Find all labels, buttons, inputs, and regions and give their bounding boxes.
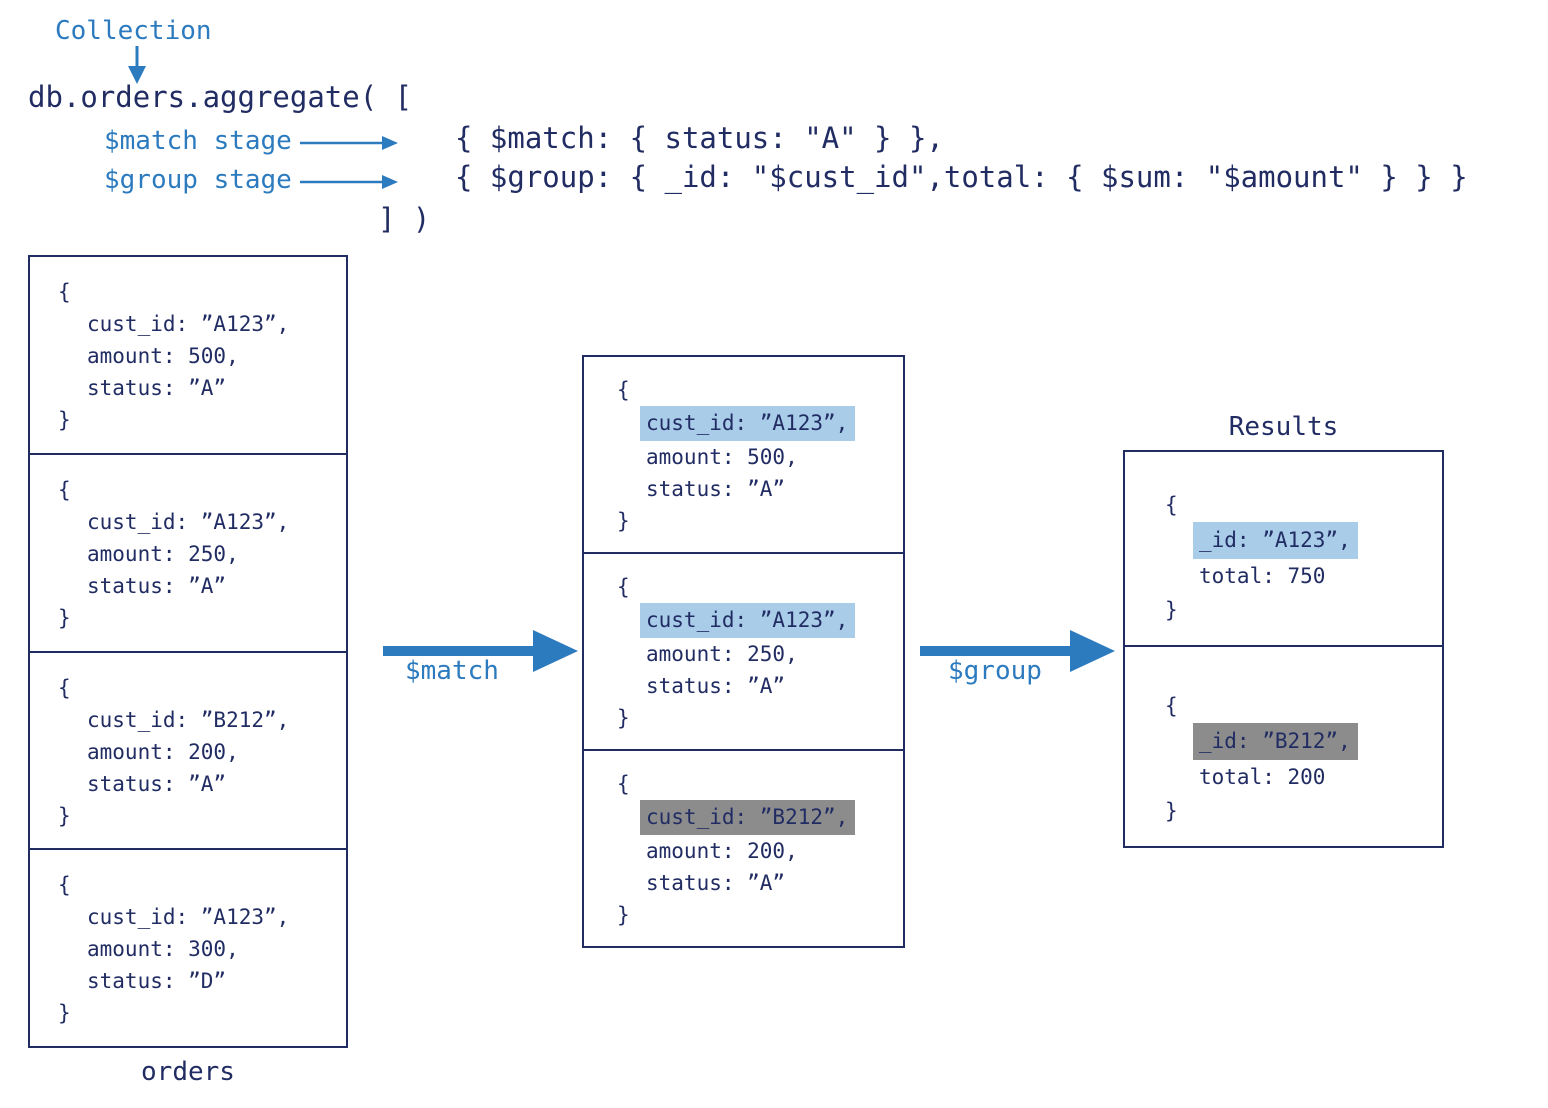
- brace-close: }: [617, 903, 630, 927]
- doc-field: status: ”A”: [87, 573, 227, 598]
- brace-open: {: [617, 575, 630, 599]
- brace-close: }: [58, 408, 71, 432]
- match-arrow-label: $match: [405, 656, 499, 686]
- brace-close: }: [58, 803, 71, 828]
- doc-field: status: ”A”: [87, 376, 227, 400]
- brace-close: }: [1165, 799, 1178, 823]
- brace-close: }: [58, 1001, 71, 1026]
- brace-open: {: [617, 378, 630, 402]
- matched-document: { cust_id: ”A123”, amount: 250, status: …: [584, 552, 903, 749]
- order-document: { cust_id: ”A123”, amount: 300, status: …: [30, 848, 346, 1046]
- doc-field: cust_id: ”B212”,: [87, 707, 290, 732]
- doc-field: amount: 500,: [87, 344, 239, 368]
- result-document: { _id: ”B212”, total: 200 }: [1125, 645, 1442, 846]
- brace-open: {: [617, 772, 630, 796]
- matched-document: { cust_id: ”A123”, amount: 500, status: …: [584, 357, 903, 552]
- brace-open: {: [58, 873, 71, 898]
- doc-field: amount: 250,: [646, 642, 798, 666]
- doc-field: amount: 200,: [87, 739, 239, 764]
- doc-field: amount: 200,: [646, 839, 798, 863]
- doc-field: total: 750: [1199, 564, 1326, 588]
- brace-open: {: [1165, 694, 1178, 718]
- group-arrow-label: $group: [948, 656, 1042, 686]
- doc-field-highlighted: cust_id: ”A123”,: [640, 406, 903, 441]
- doc-field: status: ”A”: [646, 871, 786, 895]
- group-arrow-icon: [920, 630, 1115, 672]
- aggregate-close-code: ] ): [378, 202, 431, 236]
- doc-field-highlighted: _id: ”A123”,: [1193, 522, 1442, 559]
- doc-field: status: ”A”: [646, 674, 786, 698]
- doc-field: cust_id: ”A123”,: [87, 509, 290, 534]
- doc-field: amount: 500,: [646, 445, 798, 469]
- brace-open: {: [58, 280, 71, 304]
- match-stage-pointer-icon: [300, 136, 398, 150]
- doc-field-highlighted: cust_id: ”A123”,: [640, 603, 903, 638]
- doc-field-highlighted: _id: ”B212”,: [1193, 723, 1442, 760]
- match-arrow-icon: [383, 630, 578, 672]
- results-box: { _id: ”A123”, total: 750 } { _id: ”B212…: [1123, 450, 1444, 848]
- brace-open: {: [58, 477, 71, 502]
- orders-collection-box: { cust_id: ”A123”, amount: 500, status: …: [28, 255, 348, 1048]
- result-document: { _id: ”A123”, total: 750 }: [1125, 452, 1442, 645]
- group-stage-label: $group stage: [104, 165, 292, 195]
- aggregate-open-code: db.orders.aggregate( [: [28, 80, 413, 114]
- brace-close: }: [617, 706, 630, 730]
- brace-close: }: [58, 605, 71, 630]
- collection-down-arrow-icon: [128, 46, 146, 84]
- doc-field: amount: 250,: [87, 541, 239, 566]
- order-document: { cust_id: ”A123”, amount: 250, status: …: [30, 452, 346, 651]
- doc-field-highlighted: cust_id: ”B212”,: [640, 800, 903, 835]
- doc-field: status: ”A”: [87, 771, 227, 796]
- collection-label: Collection: [55, 16, 212, 46]
- group-stage-pointer-icon: [300, 175, 398, 189]
- group-stage-code: { $group: { _id: "$cust_id",total: { $su…: [455, 160, 1468, 194]
- doc-field: amount: 300,: [87, 937, 239, 962]
- match-stage-code: { $match: { status: "A" } },: [455, 121, 944, 155]
- doc-field: status: ”A”: [646, 477, 786, 501]
- match-stage-label: $match stage: [104, 126, 292, 156]
- brace-open: {: [58, 675, 71, 700]
- doc-field: status: ”D”: [87, 969, 227, 994]
- order-document: { cust_id: ”B212”, amount: 200, status: …: [30, 650, 346, 849]
- brace-open: {: [1165, 493, 1178, 517]
- doc-field: cust_id: ”A123”,: [87, 312, 290, 336]
- doc-field: total: 200: [1199, 765, 1326, 789]
- orders-box-caption: orders: [141, 1057, 235, 1087]
- matched-documents-box: { cust_id: ”A123”, amount: 500, status: …: [582, 355, 905, 948]
- brace-close: }: [617, 509, 630, 533]
- order-document: { cust_id: ”A123”, amount: 500, status: …: [30, 257, 346, 453]
- results-title: Results: [1228, 412, 1339, 442]
- doc-field: cust_id: ”A123”,: [87, 905, 290, 930]
- matched-document: { cust_id: ”B212”, amount: 200, status: …: [584, 749, 903, 946]
- brace-close: }: [1165, 598, 1178, 622]
